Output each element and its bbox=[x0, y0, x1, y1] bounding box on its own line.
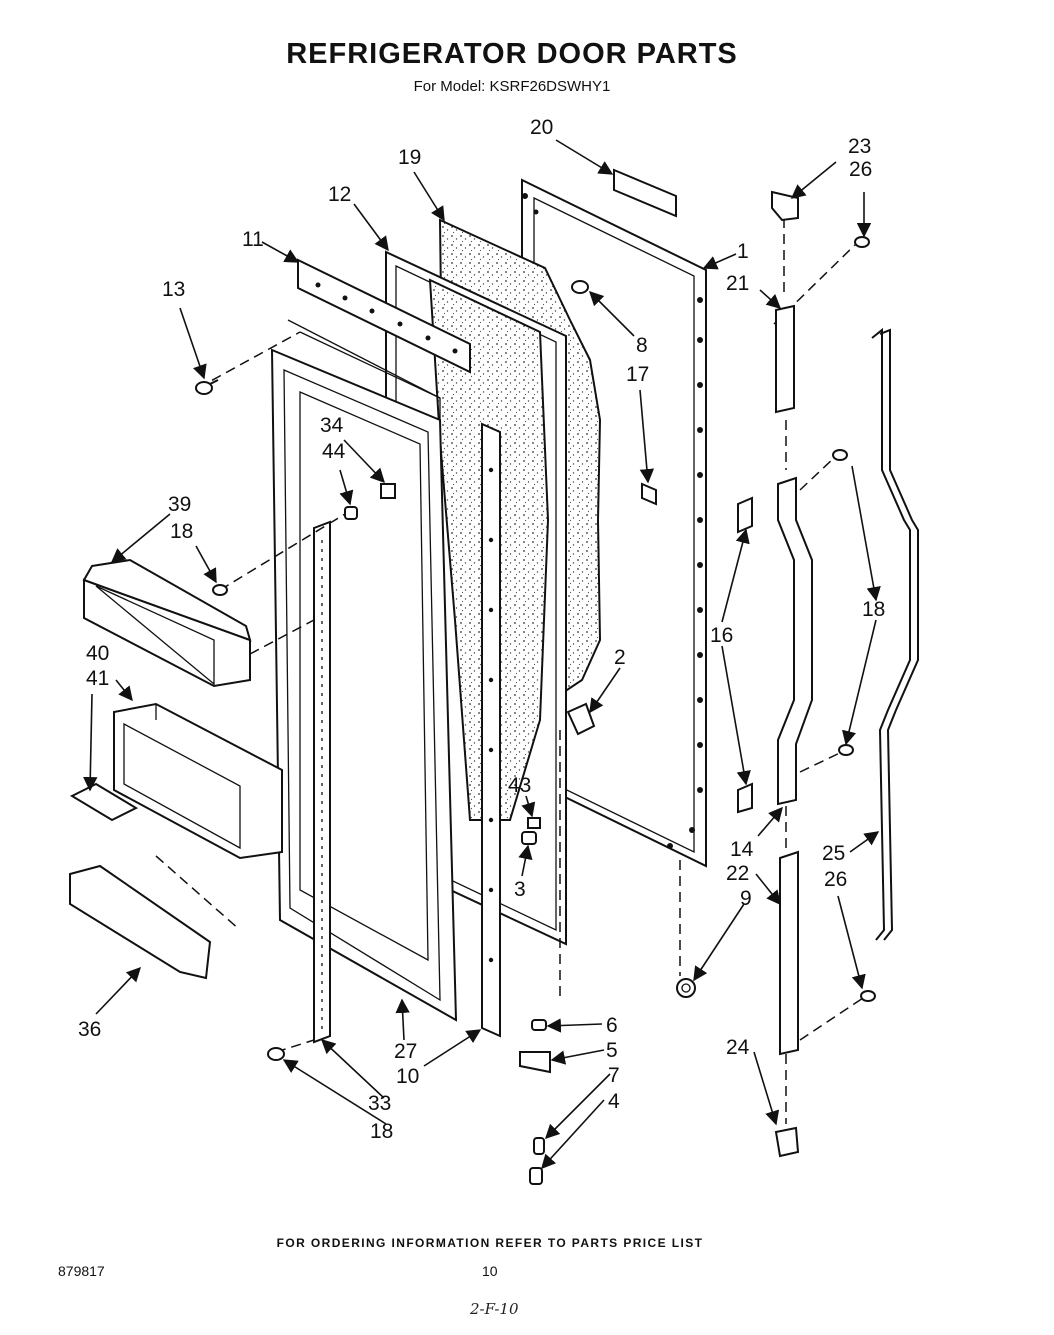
callout-26-bottom: 26 bbox=[824, 868, 847, 891]
part-33-shelf-support bbox=[313, 520, 331, 1044]
screw-part-13 bbox=[195, 379, 219, 395]
callout-18-bottom: 18 bbox=[370, 1120, 393, 1143]
part-27-inner-door-liner bbox=[270, 319, 458, 1022]
part-11-mullion-strip bbox=[297, 258, 471, 374]
page-title: REFRIGERATOR DOOR PARTS bbox=[286, 38, 738, 70]
page-number: 10 bbox=[482, 1263, 498, 1279]
callout-10: 10 bbox=[396, 1065, 419, 1088]
leader-arrows bbox=[83, 139, 881, 1170]
callout-22: 22 bbox=[726, 862, 749, 885]
handwritten-note: 2-F-10 bbox=[470, 1300, 519, 1318]
callout-21: 21 bbox=[726, 272, 749, 295]
callout-39: 39 bbox=[168, 493, 191, 516]
part-16-end-cap-top bbox=[737, 496, 753, 534]
callout-7: 7 bbox=[608, 1064, 620, 1087]
part-36-bottom-trim bbox=[69, 864, 212, 980]
part-43-spring bbox=[527, 817, 541, 829]
callout-33: 33 bbox=[368, 1092, 391, 1115]
callout-4: 4 bbox=[608, 1090, 620, 1113]
callout-23: 23 bbox=[848, 135, 871, 158]
callout-5: 5 bbox=[606, 1039, 618, 1062]
callout-26-top: 26 bbox=[849, 158, 872, 181]
callout-34: 34 bbox=[320, 414, 344, 437]
callout-20: 20 bbox=[530, 116, 553, 139]
part-3-cam bbox=[521, 831, 537, 845]
part-22-lower-trim bbox=[779, 850, 799, 1056]
callout-44: 44 bbox=[322, 440, 346, 463]
part-10-trim-strip bbox=[481, 422, 501, 1038]
model-subtitle: For Model: KSRF26DSWHY1 bbox=[413, 78, 611, 95]
part-39-shelf-bin bbox=[82, 558, 252, 688]
screw-part-18-shelf bbox=[212, 584, 228, 596]
part-18-screw-handle-bottom bbox=[838, 744, 854, 756]
document-number: 879817 bbox=[58, 1263, 105, 1279]
part-20-label-plate bbox=[613, 168, 677, 218]
part-5-hinge-pin bbox=[519, 1051, 551, 1074]
callout-36: 36 bbox=[78, 1018, 101, 1041]
part-7-screw bbox=[533, 1137, 545, 1155]
callout-24: 24 bbox=[726, 1036, 750, 1059]
callout-41: 41 bbox=[86, 667, 109, 690]
part-24-hinge-cap-bottom bbox=[774, 1126, 800, 1158]
part-25-handle-trim bbox=[871, 327, 911, 941]
part-2-bracket bbox=[566, 702, 596, 736]
part-17-bracket bbox=[641, 482, 657, 506]
ordering-information-note: FOR ORDERING INFORMATION REFER TO PARTS … bbox=[276, 1236, 704, 1250]
callout-43: 43 bbox=[508, 774, 531, 797]
part-21-upper-trim bbox=[775, 304, 795, 414]
part-9-grommet bbox=[676, 978, 696, 998]
callout-9: 9 bbox=[740, 887, 752, 910]
callout-18-shelf: 18 bbox=[170, 520, 193, 543]
callout-6: 6 bbox=[606, 1014, 618, 1037]
part-26-screw-top bbox=[854, 236, 870, 248]
part-16-handle bbox=[777, 476, 813, 806]
part-8-plug bbox=[571, 280, 589, 294]
part-6-bushing bbox=[531, 1019, 547, 1031]
part-16-end-cap-bottom bbox=[737, 782, 753, 814]
callout-40: 40 bbox=[86, 642, 109, 665]
callout-1: 1 bbox=[737, 240, 749, 263]
callout-16: 16 bbox=[710, 624, 733, 647]
part-44-spacer bbox=[344, 506, 358, 520]
callout-3: 3 bbox=[514, 878, 526, 901]
part-34-clip bbox=[380, 483, 396, 499]
callout-18-handle: 18 bbox=[862, 598, 885, 621]
part-26-screw-bottom bbox=[860, 990, 876, 1002]
part-4-screw bbox=[529, 1167, 543, 1185]
callout-14: 14 bbox=[730, 838, 754, 861]
callout-27: 27 bbox=[394, 1040, 417, 1063]
part-40-dispenser-housing bbox=[113, 702, 283, 860]
part-18-screw-handle-top bbox=[832, 449, 848, 461]
callout-13: 13 bbox=[162, 278, 185, 301]
callout-11: 11 bbox=[242, 228, 264, 251]
callout-25: 25 bbox=[822, 842, 845, 865]
callout-17: 17 bbox=[626, 363, 649, 386]
callout-labels: 20 19 12 11 13 1 8 17 23 26 21 34 44 39 … bbox=[78, 116, 885, 1143]
callout-2: 2 bbox=[614, 646, 626, 669]
callout-12: 12 bbox=[328, 183, 351, 206]
screw-part-18-bottom bbox=[267, 1047, 285, 1061]
callout-19: 19 bbox=[398, 146, 421, 169]
callout-8: 8 bbox=[636, 334, 648, 357]
